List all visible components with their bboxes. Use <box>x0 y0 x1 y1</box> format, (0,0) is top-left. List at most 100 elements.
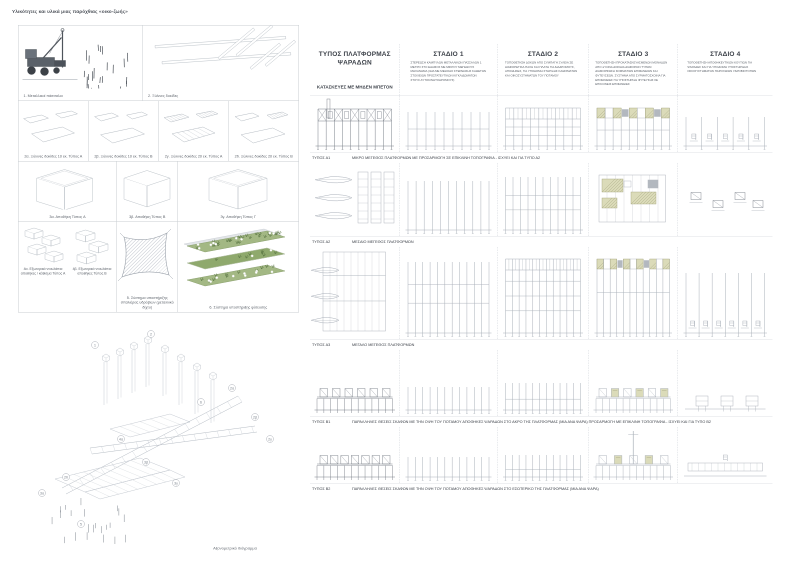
planks-drawing <box>163 110 219 143</box>
drawing-a3-type <box>310 251 386 332</box>
cell-a2-s1 <box>400 163 498 236</box>
component-cell-planks-2b: 2β. Ξύλινες δοκίδες 10 εκ. Τύπος Β <box>88 101 158 161</box>
components-panel: 1. Μεταλλικοί πάσσαλοι 2. Ξύλινες δοκίδε… <box>18 25 299 313</box>
platform-row-b2 <box>310 427 773 483</box>
component-cell-planting: 6. Σύστημα υποστήριξης φύτευσης <box>177 222 299 312</box>
svg-text:5: 5 <box>80 522 82 526</box>
matrix-subtitle: ΚΑΤΑΣΚΕΥΕΣ ΜΕ ΜΗΔΕΝ ΜΠΕΤΟΝ <box>316 84 393 90</box>
cell-a3-s2 <box>498 247 589 339</box>
drawing-b1-stage3 <box>593 388 673 413</box>
drawing-a1-stage2 <box>503 107 583 150</box>
stage-description: ΤΟΠΟΘΕΤΗΣΗ ΔΟΚΩΝ ΑΠΟ ΣΥΜΠΑΓΗ ΞΥΛΕΙΑ ΣΕ Δ… <box>505 61 578 78</box>
drawing-b1-type <box>314 388 395 413</box>
component-label: 4α. Εξωτερικά ντουλάπια αποθήκες / κάθισ… <box>20 267 66 276</box>
planks-drawing <box>93 111 149 144</box>
component-cell-planks-2c: 2γ. Ξύλινες δοκίδες 20 εκ. Τύπος Α <box>158 101 228 161</box>
cell-a2-s3 <box>589 163 678 236</box>
component-label: 6. Σύστημα υποστήριξης φύτευσης <box>209 304 268 310</box>
row-code: ΤΥΠΟΣ Α2 <box>312 239 331 245</box>
row-label-a1: ΤΥΠΟΣ Α1 ΜΙΚΡΟ ΜΕΓΕΘΟΣ ΠΛΑΤΦΟΡΜΩΝ ΜΕ ΠΡΟ… <box>310 152 773 163</box>
component-cell-cabinets: 4α. Εξωτερικά ντουλάπια αποθήκες / κάθισ… <box>19 222 117 312</box>
component-cell-storage-b: 3β. Αποθήκη Τύπος Β <box>116 161 178 222</box>
cell-a1-s4 <box>678 96 773 152</box>
drawing-a2-stage2 <box>503 177 583 234</box>
component-label: 5. Σύστημα υποστήριξης σπαλιέρας υδρόβιω… <box>120 295 174 310</box>
stage-title: ΣΤΑΔΙΟ 1 <box>433 50 464 58</box>
cell-b2-s2 <box>498 427 589 483</box>
drawing-b1-stage2 <box>503 383 583 414</box>
row-label-b2: ΤΥΠΟΣ Β2 ΠΑΡΑΛΛΗΛΕΣ ΘΕΣΕΙΣ ΣΚΑΦΩΝ ΜΕ ΤΗΝ… <box>310 483 773 494</box>
component-label: 4β. Εξωτερικά ντουλάπια αποθήκες Τύπος Β <box>72 267 112 276</box>
drawing-a3-stage4 <box>683 273 767 337</box>
stage-title: ΣΤΑΔΙΟ 2 <box>527 50 559 58</box>
axonometric-caption: Αξονομετρικό διάγραμμα <box>213 546 257 551</box>
panel-row-1: 1. Μεταλλικοί πάσσαλοι 2. Ξύλινες δοκίδε… <box>19 25 299 101</box>
matrix-title: ΤΥΠΟΣ ΠΛΑΤΦΟΡΜΑΣ ΨΑΡΑΔΩΝ <box>318 50 391 66</box>
drawing-a2-stage1 <box>405 181 492 234</box>
cell-a3-s4 <box>678 247 773 339</box>
planks-drawing <box>234 111 289 144</box>
platform-row-a2 <box>310 163 773 236</box>
header-stage-1: ΣΤΑΔΙΟ 1 ΣΤΕΡΕΩΣΗ ΚΑΜΠΥΛΩΝ ΜΕΤΑΛΛΙΚΩΝ ΠΑ… <box>400 44 498 96</box>
component-label: 3γ. Αποθήκη Τύπος Γ <box>220 214 257 219</box>
component-cell-net: 5. Σύστημα υποστήριξης σπαλιέρας υδρόβιω… <box>116 222 178 312</box>
drawing-b2-stage4 <box>684 454 767 477</box>
cell-a2-s4 <box>678 163 773 236</box>
svg-text:2: 2 <box>150 332 152 336</box>
cell-b2-s1 <box>400 427 498 483</box>
svg-text:6: 6 <box>200 400 202 404</box>
cell-a1-type <box>310 96 400 152</box>
platform-row-a3 <box>310 247 773 339</box>
header-stage-2: ΣΤΑΔΙΟ 2 ΤΟΠΟΘΕΤΗΣΗ ΔΟΚΩΝ ΑΠΟ ΣΥΜΠΑΓΗ ΞΥ… <box>498 44 589 96</box>
cell-a3-s1 <box>400 247 498 339</box>
storage-box-drawing <box>35 169 94 210</box>
cabinet-drawing <box>24 227 64 263</box>
component-cell-planks-2d: 2δ. Ξύλινες δοκίδες 20 εκ. Τύπος Β <box>228 101 298 161</box>
page-title: Υλικότητες και υλικά μιας παρόχθιας «οικ… <box>12 9 128 15</box>
metal-net-drawing <box>117 228 174 282</box>
planting-drawing <box>183 228 286 287</box>
header-platform-type: ΤΥΠΟΣ ΠΛΑΤΦΟΡΜΑΣ ΨΑΡΑΔΩΝ ΚΑΤΑΣΚΕΥΕΣ ΜΕ Μ… <box>310 44 400 96</box>
drawing-b2-stage2 <box>503 455 583 481</box>
platform-row-b1 <box>310 350 773 416</box>
drawing-a2-stage3 <box>598 174 666 223</box>
panel-row-3: 3α. Αποθήκη Τύπος Α 3β. Αποθήκη Τύπος Β … <box>18 161 299 222</box>
component-label: 3α. Αποθήκη Τύπος Α <box>49 214 86 219</box>
stage-title: ΣΤΑΔΙΟ 4 <box>710 50 741 58</box>
cell-a2-type <box>310 163 400 236</box>
drawing-b2-stage3 <box>593 431 673 480</box>
drawing-b1-stage1 <box>405 387 492 414</box>
component-label: 3β. Αποθήκη Τύπος Β <box>129 214 166 219</box>
component-cell-storage-c: 3γ. Αποθήκη Τύπος Γ <box>177 161 299 222</box>
svg-text:4α: 4α <box>119 437 123 441</box>
panel-row-2: 2α. Ξύλινες δοκίδες 10 εκ. Τύπος Α 2β. Ξ… <box>18 100 299 161</box>
row-desc: ΠΑΡΑΛΛΗΛΕΣ ΘΕΣΕΙΣ ΣΚΑΦΩΝ ΜΕ ΤΗΝ ΟΨΗ ΤΟΥ … <box>352 486 599 492</box>
row-desc: ΜΕΣΑΙΟ ΜΕΓΕΘΟΣ ΠΛΑΤΦΟΡΜΩΝ <box>352 239 414 245</box>
cell-b1-s2 <box>498 350 589 416</box>
header-stage-4: ΣΤΑΔΙΟ 4 ΤΟΠΟΘΕΤΗΣΗ ΑΠΟΘΗΚΕΥΤΙΚΩΝ ΚΟΥΤΙΩ… <box>678 44 773 96</box>
row-desc: ΜΕΓΑΛΟ ΜΕΓΕΘΟΣ ΠΛΑΤΦΟΡΜΩΝ <box>352 342 415 348</box>
component-label: 2β. Ξύλινες δοκίδες 10 εκ. Τύπος Β <box>94 153 153 159</box>
component-label: 2δ. Ξύλινες δοκίδες 20 εκ. Τύπος Β <box>234 153 293 159</box>
header-stage-3: ΣΤΑΔΙΟ 3 ΤΟΠΟΘΕΤΗΣΗ ΠΡΟΚΑΤΑΣΚΕΥΑΣΜΕΝΩΝ Μ… <box>589 44 678 96</box>
cell-a3-s3 <box>589 247 678 339</box>
component-label: 2α. Ξύλινες δοκίδες 10 εκ. Τύπος Α <box>24 153 83 159</box>
component-cell-planks-2a: 2α. Ξύλινες δοκίδες 10 εκ. Τύπος Α <box>19 101 89 161</box>
component-label: 2. Ξύλινες δοκίδες <box>148 93 179 98</box>
drawing-b2-type <box>314 455 395 480</box>
svg-text:2γ: 2γ <box>268 437 272 441</box>
storage-box-drawing <box>208 169 268 210</box>
svg-text:1: 1 <box>94 343 96 347</box>
stage-description: ΣΤΕΡΕΩΣΗ ΚΑΜΠΥΛΩΝ ΜΕΤΑΛΛΙΚΩΝ ΠΑΣΣΑΛΩΝ 1 … <box>410 61 487 82</box>
pile-driver-drawing <box>22 28 129 89</box>
panel-row-4: 4α. Εξωτερικά ντουλάπια αποθήκες / κάθισ… <box>18 221 299 312</box>
row-code: ΤΥΠΟΣ Α3 <box>312 342 331 348</box>
drawing-a3-stage3 <box>594 258 672 337</box>
cell-a1-s1 <box>400 96 498 152</box>
stage-description: ΤΟΠΟΘΕΤΗΣΗ ΑΠΟΘΗΚΕΥΤΙΚΩΝ ΚΟΥΤΙΩΝ ΓΙΑ ΨΑΡ… <box>687 61 757 74</box>
component-label: 2γ. Ξύλινες δοκίδες 20 εκ. Τύπος Α <box>164 153 223 159</box>
row-code: ΤΥΠΟΣ Β2 <box>312 486 331 492</box>
row-label-a3: ΤΥΠΟΣ Α3 ΜΕΓΑΛΟ ΜΕΓΕΘΟΣ ΠΛΑΤΦΟΡΜΩΝ <box>310 339 773 350</box>
